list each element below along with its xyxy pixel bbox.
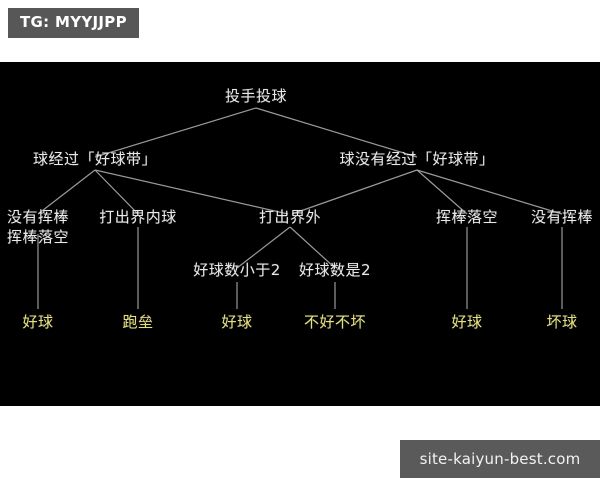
node-foul-ball: 打出界外 (258, 208, 322, 226)
edge-root-to-strike-zone-no (255, 107, 418, 158)
node-no-swing-or-swing-miss: 没有挥棒 挥棒落空 (7, 207, 69, 247)
node-strike-zone-yes: 球经过「好球带」 (32, 150, 158, 168)
edge-szyes-to-foul (94, 169, 289, 215)
node-no-swing-right: 没有挥棒 (530, 208, 594, 226)
leaf-strike-from-swing-miss: 好球 (451, 313, 483, 331)
edge-szyes-to-no-swing (37, 169, 96, 215)
node-fair-ball: 打出界内球 (99, 208, 177, 226)
telegram-tag-badge: TG: MYYJJPP (8, 8, 139, 38)
node-no-swing-label: 没有挥棒 (6, 208, 70, 226)
site-watermark: site-kaiyun-best.com (400, 440, 600, 478)
node-swing-miss-label: 挥棒落空 (6, 228, 70, 246)
edge-szno-to-swing-miss (416, 169, 468, 215)
node-swing-miss-right: 挥棒落空 (435, 208, 499, 226)
leaf-strike-from-foul-lt2: 好球 (221, 313, 253, 331)
edge-szyes-to-fair-ball (94, 169, 139, 215)
leaf-ball: 坏球 (546, 313, 578, 331)
node-strike-zone-no: 球没有经过「好球带」 (339, 150, 495, 168)
edge-foul-to-strikes-eq2 (289, 226, 336, 269)
node-strikes-equal-2: 好球数是2 (298, 261, 372, 279)
node-strikes-less-than-2: 好球数小于2 (193, 261, 281, 279)
tree-edges (37, 107, 563, 309)
node-root: 投手投球 (224, 87, 288, 105)
edge-root-to-strike-zone-yes (94, 107, 257, 158)
decision-tree-canvas: 投手投球 球经过「好球带」 球没有经过「好球带」 没有挥棒 挥棒落空 打出界内球… (0, 62, 600, 406)
edge-foul-to-strikes-lt2 (236, 226, 291, 269)
edge-szno-to-foul (291, 169, 418, 215)
leaf-run-bases: 跑垒 (122, 313, 154, 331)
leaf-neutral: 不好不坏 (303, 313, 367, 331)
edge-szno-to-no-swing (416, 169, 563, 215)
leaf-strike-from-no-swing: 好球 (22, 313, 54, 331)
